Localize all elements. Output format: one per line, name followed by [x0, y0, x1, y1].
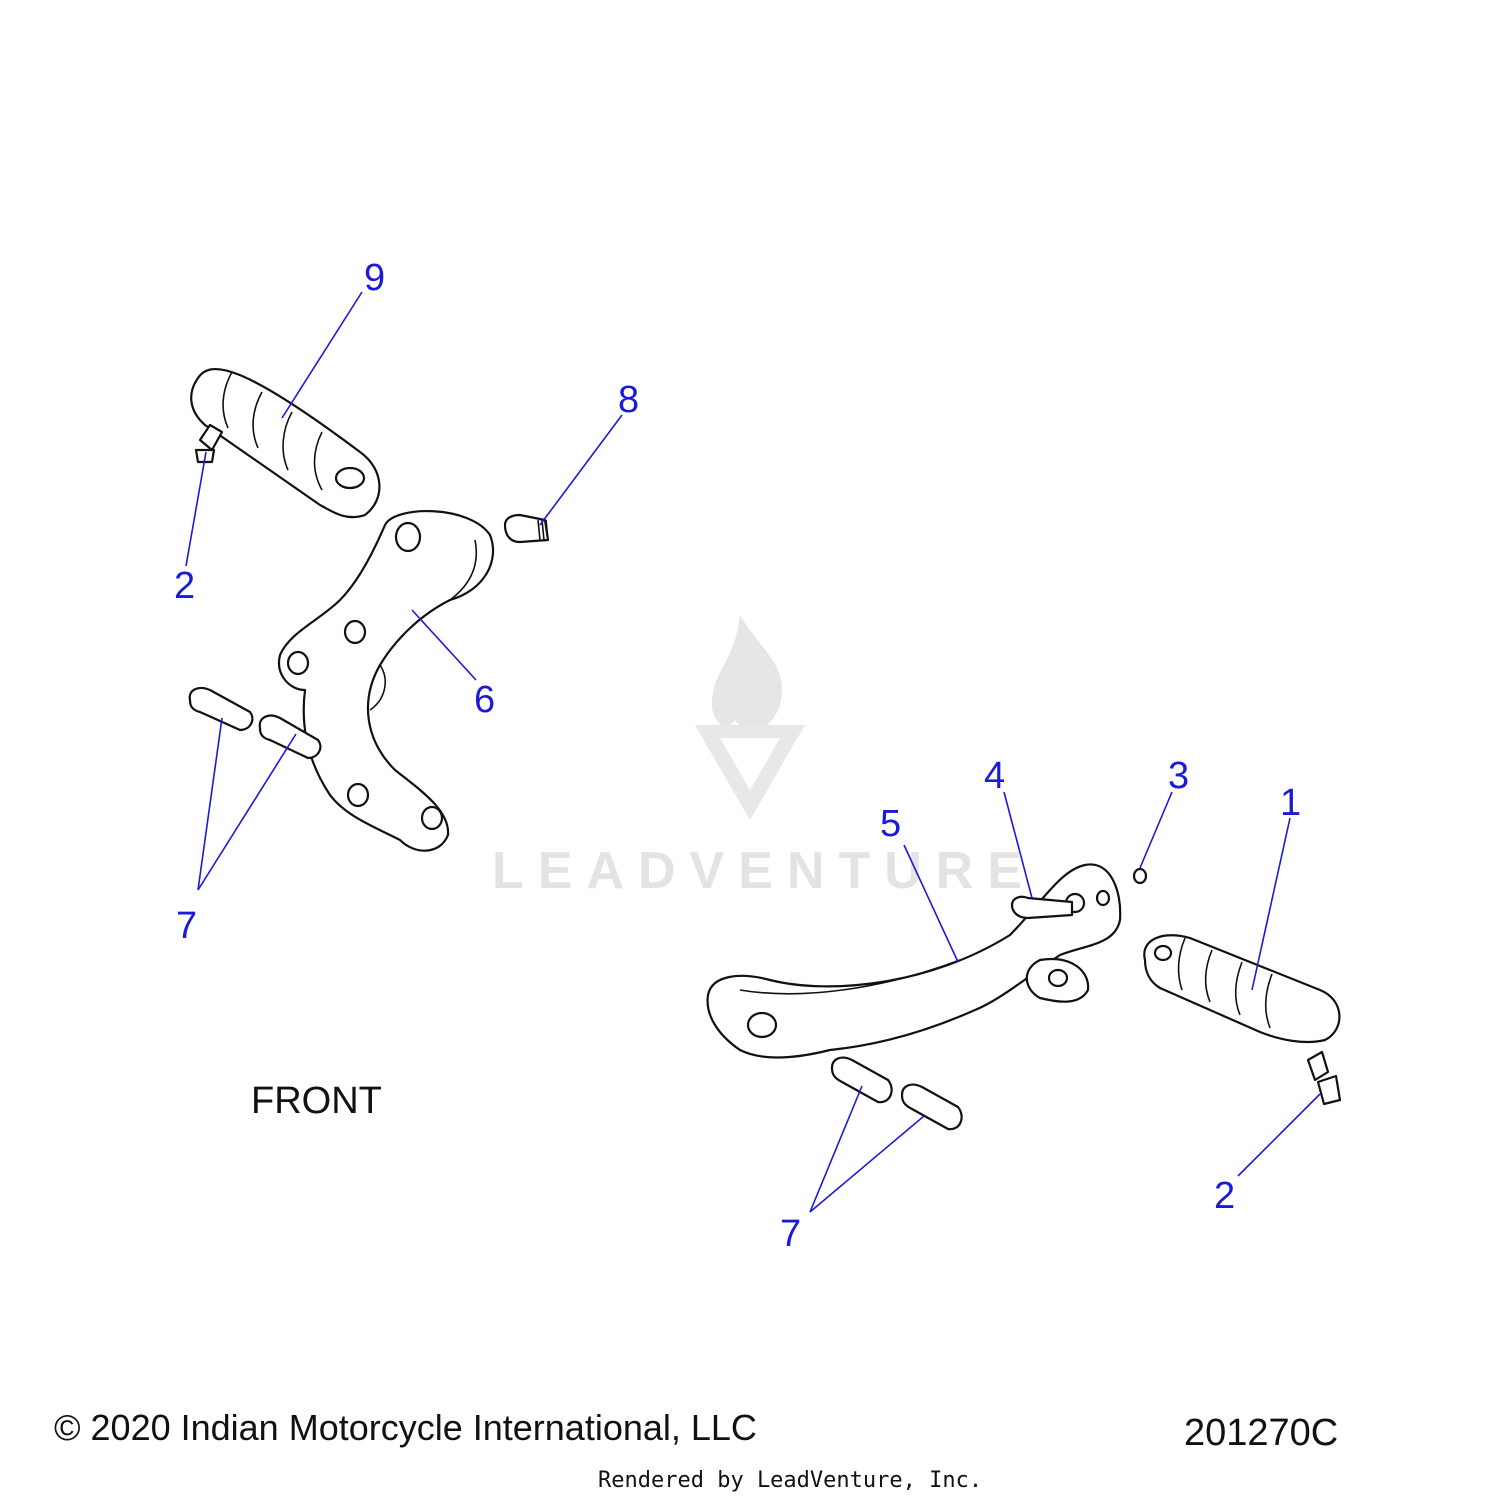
part-5-lever	[706, 863, 1122, 1059]
callout-3: 3	[1168, 755, 1189, 797]
leader-8	[539, 414, 623, 526]
callout-6: 6	[474, 679, 495, 721]
part-2-fitting-left	[194, 423, 224, 464]
part-3-oring	[1132, 867, 1148, 885]
part-7-bolts-right	[830, 1056, 963, 1131]
part-6-bracket	[277, 510, 495, 852]
leader-7-right-a	[809, 1085, 863, 1213]
leader-7-right-b	[809, 1115, 925, 1213]
leader-6	[411, 609, 477, 681]
copyright-text: © 2020 Indian Motorcycle International, …	[54, 1407, 757, 1448]
leader-2-right	[1237, 1093, 1321, 1177]
callout-7-right: 7	[780, 1213, 801, 1255]
rendered-by-text: Rendered by LeadVenture, Inc.	[598, 1468, 982, 1493]
part-1-footpeg	[1143, 934, 1341, 1044]
watermark-flame-icon	[711, 615, 782, 730]
part-4-bolt	[1010, 895, 1074, 920]
watermark: LEADVENTURE	[492, 615, 1036, 900]
callout-8: 8	[618, 379, 639, 421]
part-2-fitting-right	[1306, 1050, 1342, 1106]
diagram-number: 201270C	[1184, 1412, 1338, 1454]
watermark-v-icon	[695, 725, 805, 820]
callout-4: 4	[984, 755, 1005, 797]
leader-5	[903, 844, 959, 963]
part-7-bolts-left	[188, 686, 322, 760]
callouts-left: 9 8 2 6 7	[174, 257, 639, 947]
leader-2-left	[185, 451, 207, 567]
callout-9: 9	[364, 257, 385, 299]
leader-4	[1003, 791, 1033, 899]
leader-1	[1251, 817, 1291, 991]
callout-7-left: 7	[176, 905, 197, 947]
leader-7-left-b	[197, 733, 297, 891]
leader-9	[281, 291, 363, 419]
part-9-footpeg	[190, 368, 381, 519]
callout-2-left: 2	[174, 565, 195, 607]
callouts-right: 4 3 1 5 7 2	[780, 755, 1321, 1255]
leader-3	[1139, 791, 1173, 869]
front-label: FRONT	[251, 1080, 382, 1122]
leader-7-left-a	[197, 717, 223, 891]
callout-2-right: 2	[1214, 1175, 1235, 1217]
callout-5: 5	[880, 803, 901, 845]
callout-1: 1	[1280, 782, 1301, 824]
watermark-text: LEADVENTURE	[492, 842, 1036, 900]
part-8-pin	[503, 513, 550, 544]
